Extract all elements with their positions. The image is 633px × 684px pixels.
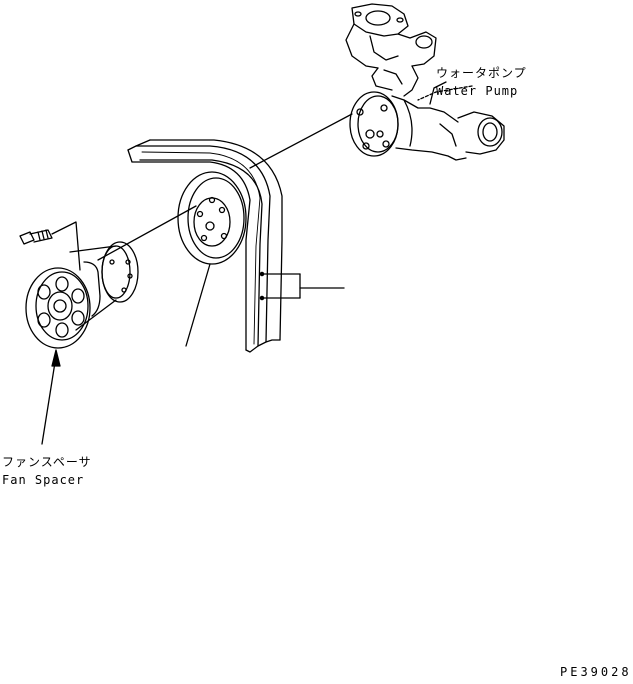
water-pump: [346, 4, 504, 160]
bolt-leader: [52, 222, 80, 270]
water-pump-label-en: Water Pump: [436, 84, 519, 98]
drawing-number: PE39028: [560, 665, 632, 679]
v-belt: [128, 140, 282, 352]
water-pump-leader: [418, 86, 472, 100]
bolt: [20, 230, 52, 244]
fan-spacer-arrow: [42, 350, 60, 444]
water-pump-label-jp: ウォータポンプ: [436, 66, 527, 80]
belt-callout: [260, 272, 344, 299]
fan-spacer-label-jp: ファンスペーサ: [2, 455, 92, 469]
pulley-to-spacer-line: [98, 206, 196, 260]
fan-pulley: [178, 172, 246, 264]
pulley-callout-line: [186, 264, 210, 346]
fan-spacer-label-en: Fan Spacer: [2, 473, 85, 487]
pump-to-pulley-line: [250, 114, 352, 168]
fan-spacer: [26, 242, 138, 348]
